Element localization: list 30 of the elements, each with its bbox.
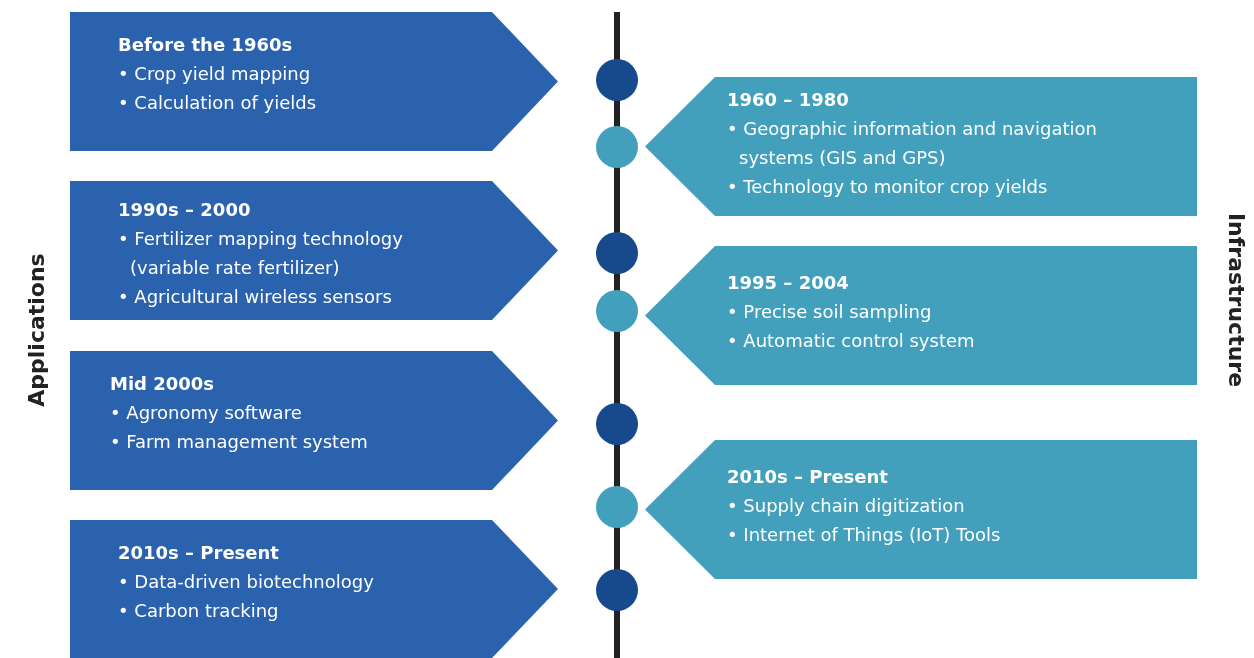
period-heading: 2010s – Present xyxy=(118,542,280,563)
bullet-item: • Agricultural wireless sensors xyxy=(118,285,393,309)
bullet-item: • Technology to monitor crop yields xyxy=(727,175,1049,199)
timeline-marker xyxy=(596,59,638,101)
period-heading: 1990s – 2000 xyxy=(118,199,252,220)
period-heading: Mid 2000s xyxy=(110,373,216,394)
bullet-item: • Internet of Things (IoT) Tools xyxy=(727,523,1002,547)
bullet-item: • Fertilizer mapping technology (variable rate fertilizer) xyxy=(118,227,404,280)
timeline-marker xyxy=(596,403,638,445)
bullet-item: • Agronomy software xyxy=(110,401,303,425)
timeline-marker xyxy=(596,290,638,332)
bullet-item: • Geographic information and navigation systems (GIS and GPS) xyxy=(727,117,1098,170)
bullet-item: • Farm management system xyxy=(110,430,369,454)
bullet-item: • Data-driven biotechnology xyxy=(118,570,375,594)
period-heading: 1960 – 1980 xyxy=(727,89,850,110)
bullet-item: • Crop yield mapping xyxy=(118,62,312,86)
side-label: Applications xyxy=(23,253,49,407)
period-heading: 1995 – 2004 xyxy=(727,272,850,293)
period-heading: 2010s – Present xyxy=(727,466,889,487)
timeline-marker xyxy=(596,569,638,611)
bullet-item: • Precise soil sampling xyxy=(727,300,933,324)
period-heading: Before the 1960s xyxy=(118,34,294,55)
timeline-marker xyxy=(596,232,638,274)
side-label: Infrastructure xyxy=(1223,212,1249,388)
bullet-item: • Calculation of yields xyxy=(118,91,318,115)
bullet-item: • Carbon tracking xyxy=(118,599,280,623)
bullet-item: • Automatic control system xyxy=(727,329,976,353)
timeline-marker xyxy=(596,126,638,168)
bullet-item: • Supply chain digitization xyxy=(727,494,966,518)
timeline-marker xyxy=(596,486,638,528)
